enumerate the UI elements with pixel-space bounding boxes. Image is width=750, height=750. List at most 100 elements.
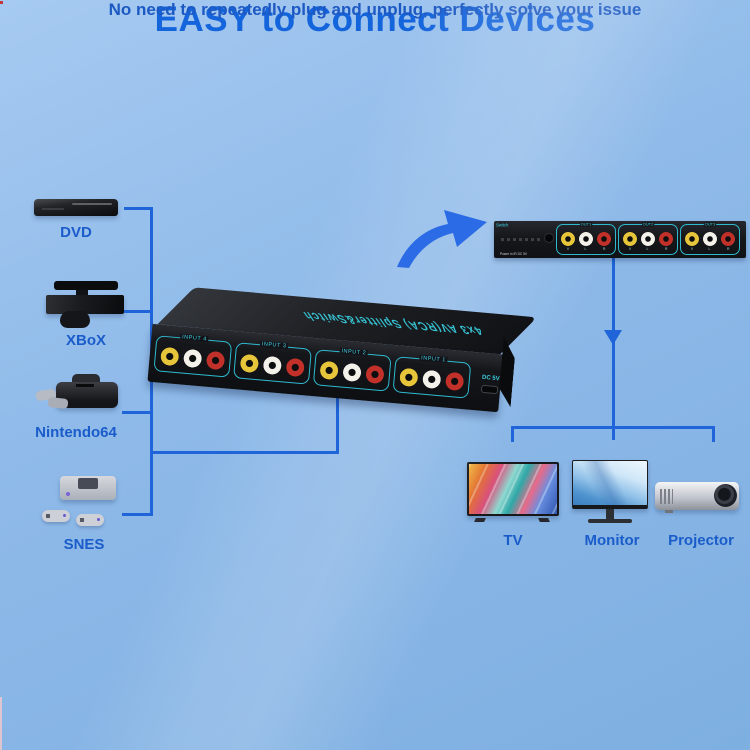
rca-jack-audio-left — [703, 232, 717, 246]
snes-cartridge — [78, 478, 98, 489]
output-group-2: OUT2 V L R — [618, 222, 678, 255]
rca-jack-audio-left — [342, 362, 362, 383]
label-xbox: XBoX — [65, 332, 106, 349]
jack-letter: V — [628, 247, 632, 251]
output-group-3: OUT3 V L R — [680, 222, 740, 255]
projector-icon — [655, 482, 741, 514]
snes-button-dot — [63, 514, 66, 517]
image-artifact-strip — [0, 697, 2, 750]
output-group-label: OUT3 — [703, 222, 717, 227]
rca-jack-audio-right — [597, 232, 611, 246]
sources-to-switcher-line — [151, 451, 339, 454]
rca-jack-audio-right — [444, 371, 465, 392]
snes-button-dot — [97, 518, 100, 521]
rca-jack-audio-left — [421, 369, 442, 390]
xbox-stub-line — [124, 310, 153, 313]
tv-screen — [467, 462, 559, 516]
jack-letter: R — [726, 247, 730, 251]
jack-letter: V — [690, 247, 694, 251]
xbox-controller — [60, 311, 90, 328]
snes-dpad — [46, 514, 50, 518]
rca-jack-video — [239, 353, 260, 374]
power-label: DC 5V — [481, 373, 500, 382]
outputs-tick-projector — [712, 426, 715, 442]
snes-controller — [42, 510, 70, 522]
jack-letter: L — [709, 247, 711, 251]
input-group-label: INPUT 4 — [180, 333, 209, 343]
down-arrow-icon — [604, 330, 622, 345]
rca-jack-audio-left — [182, 348, 203, 369]
xbox-console-icon — [46, 281, 126, 331]
input-group-1: INPUT 1 — [392, 354, 472, 399]
output-group-1: OUT1 V L R — [556, 222, 616, 255]
jack-letter: R — [602, 247, 606, 251]
label-tv: TV — [503, 532, 523, 549]
output-group-label: OUT1 — [579, 222, 593, 227]
snes-console-icon — [42, 476, 126, 534]
rca-jack-audio-left — [579, 232, 593, 246]
n64-controller — [47, 396, 69, 410]
rca-jack-video — [399, 367, 419, 388]
ir-port — [544, 233, 554, 243]
rca-out-right: R — [659, 232, 673, 251]
jack-letter: L — [585, 247, 587, 251]
tv-foot — [474, 518, 486, 522]
rca-out-right: R — [721, 232, 735, 251]
monitor-screen — [572, 460, 648, 509]
curved-arrow-icon — [397, 210, 487, 268]
outputs-tick-tv — [511, 426, 514, 442]
rca-out-left: L — [703, 232, 717, 251]
rca-jack-video — [319, 360, 339, 381]
page-subtitle: No need to repeatedly plug and unplug, p… — [108, 0, 642, 19]
n64-slot — [76, 384, 94, 387]
switcher-branch-line — [336, 390, 339, 453]
input-group-label: INPUT 3 — [259, 340, 289, 350]
label-monitor: Monitor — [584, 532, 640, 549]
dvd-buttons — [42, 208, 64, 210]
projector-foot — [665, 510, 673, 513]
snes-controller — [76, 514, 104, 526]
input-group-3: INPUT 3 — [233, 340, 312, 385]
dvd-tray — [72, 203, 112, 205]
rca-out-video: V — [685, 232, 699, 251]
rca-jack-audio-left — [262, 355, 283, 376]
rca-jack-video — [623, 232, 637, 246]
monitor-icon — [572, 460, 652, 524]
nintendo64-console-icon — [35, 374, 118, 420]
rca-jack-audio-right — [285, 357, 306, 378]
rca-jack-video — [159, 346, 180, 367]
rca-jack-audio-right — [365, 364, 385, 385]
rca-jack-video — [685, 232, 699, 246]
rear-vents — [501, 238, 541, 241]
label-dvd: DVD — [60, 224, 92, 241]
rca-out-left: L — [641, 232, 655, 251]
av-switcher-rear: Switch Power In IR DC 5V OUT1 V L R OUT2… — [494, 221, 746, 258]
dvd-player-icon — [34, 199, 118, 216]
rear-note-text: Power In IR DC 5V — [500, 252, 528, 256]
jack-letter: R — [664, 247, 668, 251]
kinect-sensor — [54, 281, 118, 290]
label-nintendo64: Nintendo64 — [35, 424, 117, 441]
input-group-2: INPUT 2 — [312, 347, 392, 392]
rca-out-video: V — [561, 232, 575, 251]
label-projector: Projector — [668, 532, 734, 549]
label-snes: SNES — [63, 536, 105, 553]
output-group-label: OUT2 — [641, 222, 655, 227]
snes-stub-line — [122, 513, 153, 516]
dvd-stub-line — [124, 207, 153, 210]
rca-out-video: V — [623, 232, 637, 251]
outputs-tick-monitor — [612, 426, 615, 440]
tv-foot — [538, 518, 550, 522]
jack-letter: V — [566, 247, 570, 251]
tv-icon — [467, 462, 559, 522]
av-switcher-front: 4x3 AV(RCA) Splitter&Switch INPUT 4 INPU… — [147, 284, 538, 413]
rca-jack-audio-right — [721, 232, 735, 246]
monitor-base — [588, 519, 632, 523]
rca-jack-audio-right — [659, 232, 673, 246]
snes-button — [66, 492, 70, 496]
rca-jack-audio-left — [641, 232, 655, 246]
jack-letter: L — [647, 247, 649, 251]
xbox-body — [46, 295, 124, 314]
input-group-label: INPUT 2 — [339, 347, 369, 357]
